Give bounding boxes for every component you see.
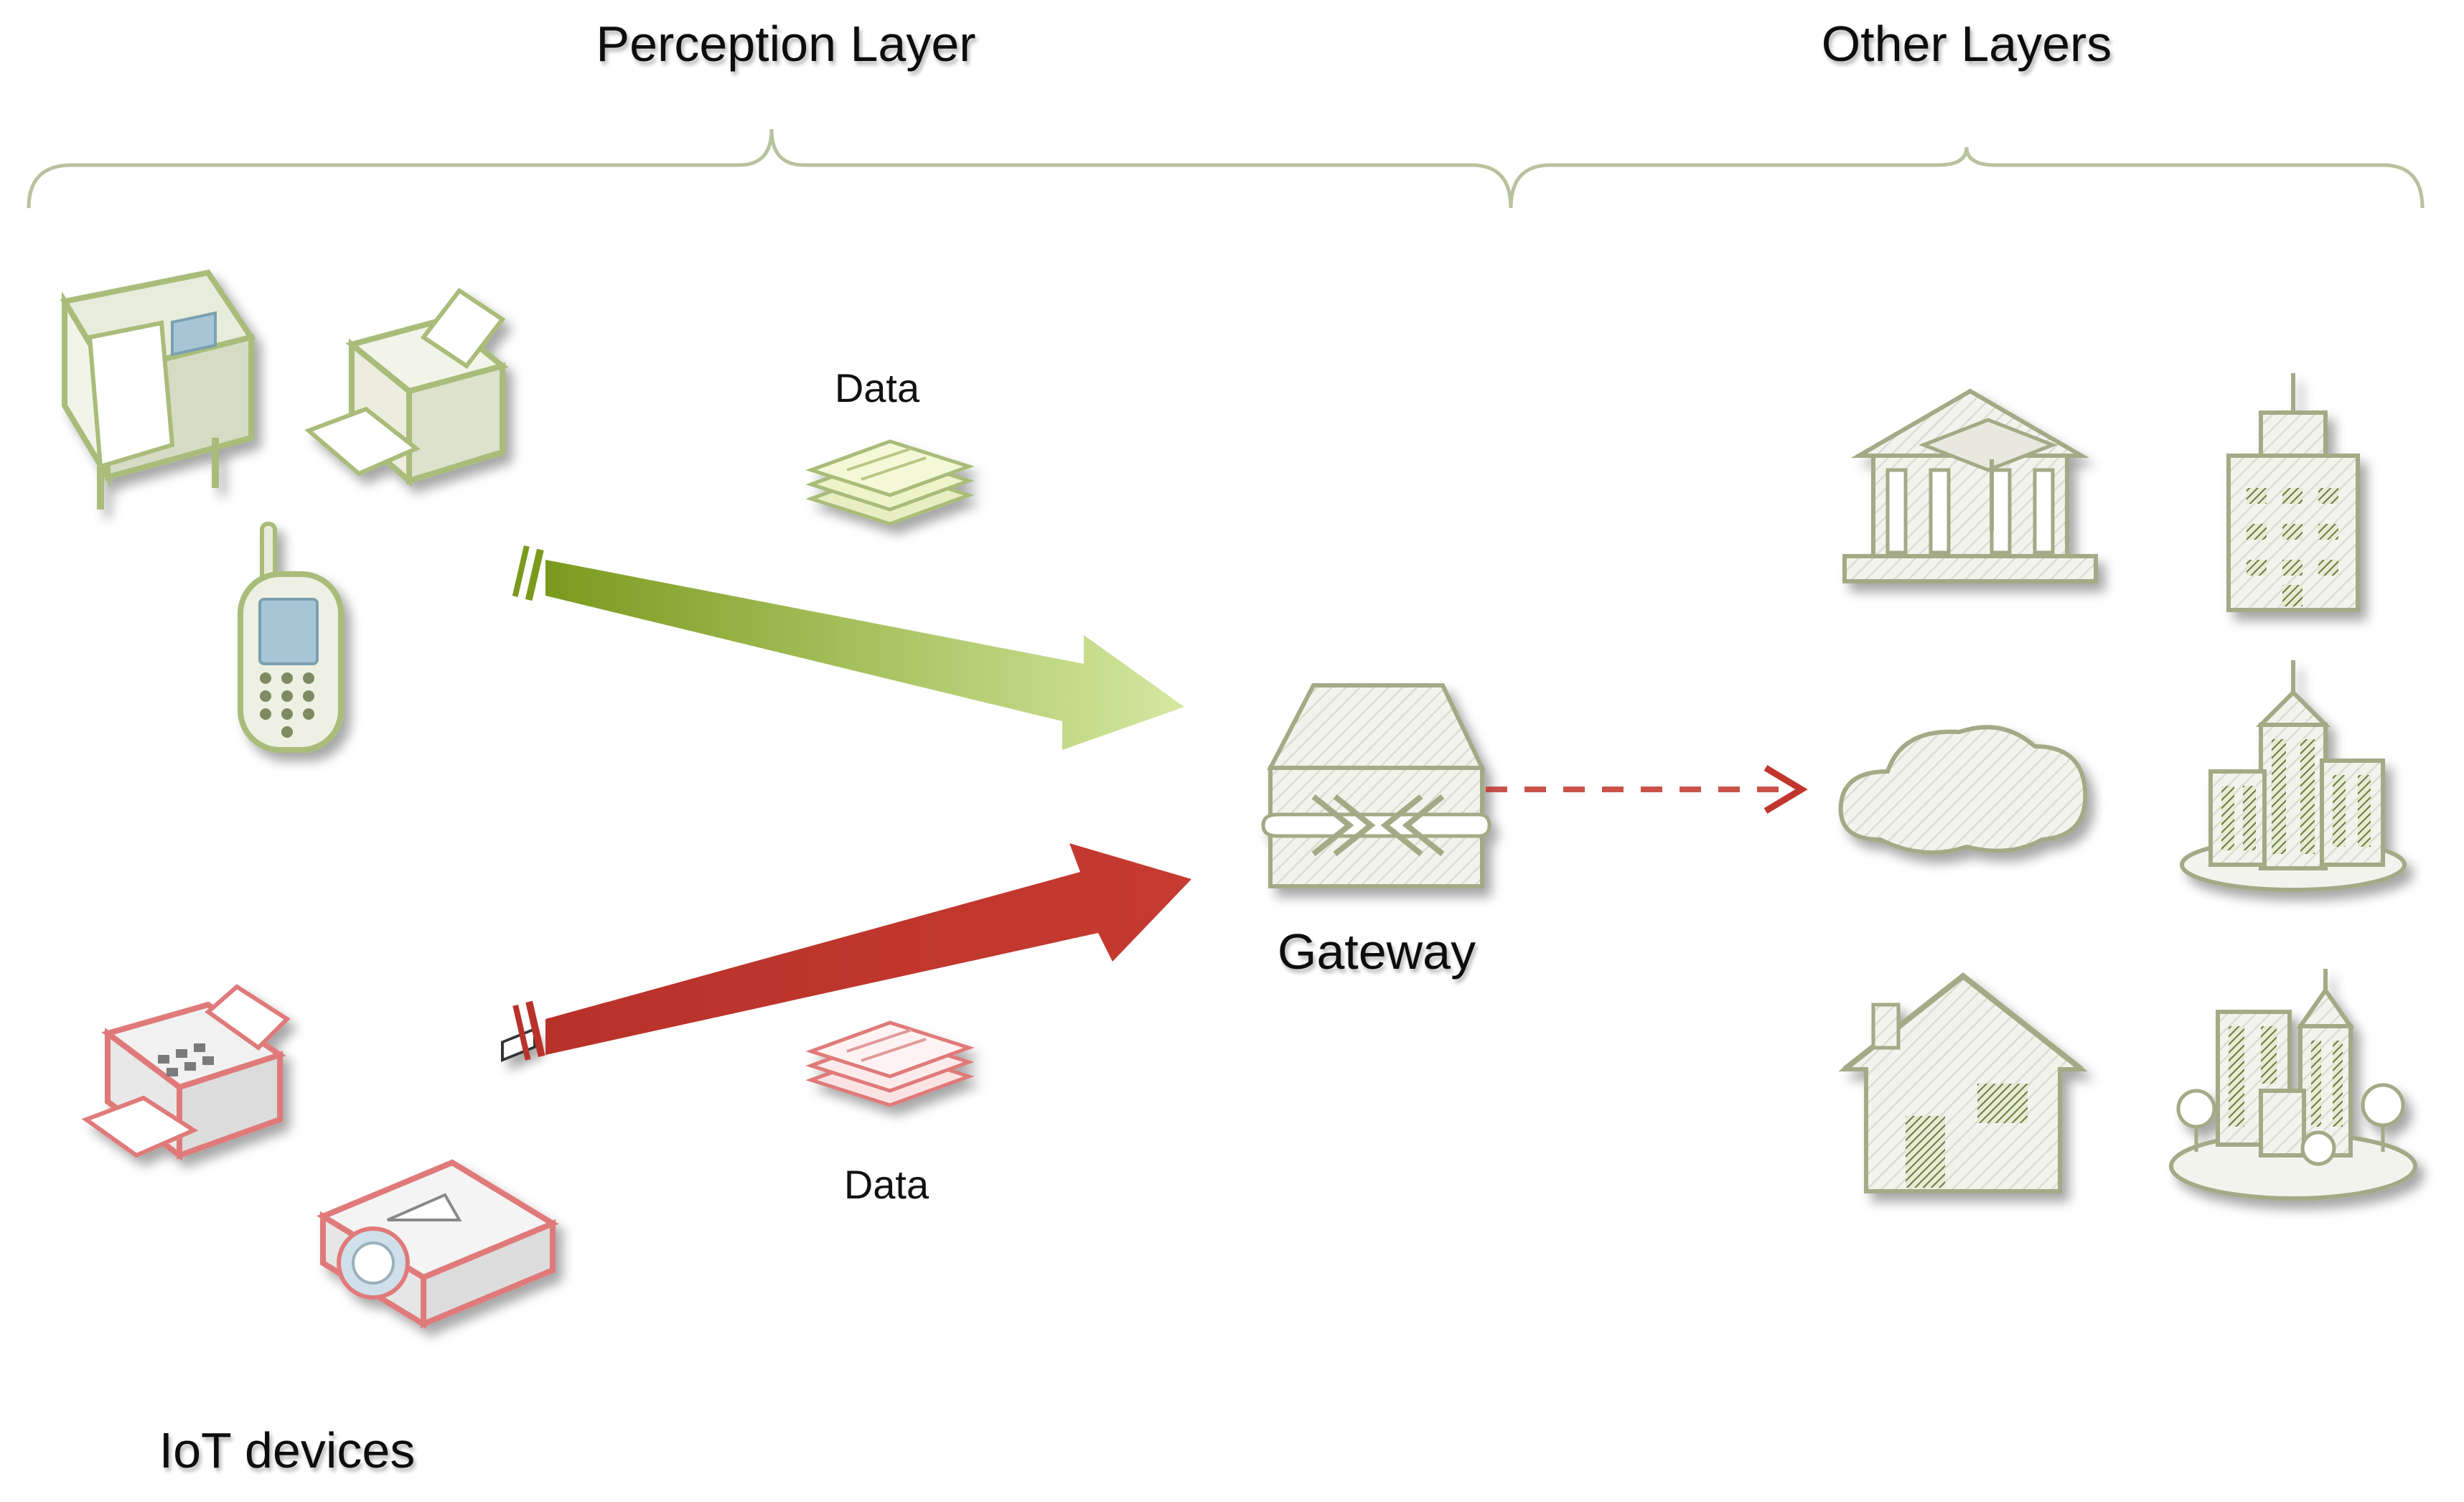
town-icon xyxy=(2169,969,2417,1201)
office-tower-icon xyxy=(2226,373,2360,612)
house-icon xyxy=(1838,972,2088,1193)
other-layers-brace xyxy=(1509,146,2425,209)
gateway-label: Gateway xyxy=(1278,924,1476,980)
plotter-icon xyxy=(60,269,256,510)
gateway-icon xyxy=(1261,683,1491,888)
printer-icon xyxy=(304,287,509,487)
iot-devices-label: IoT devices xyxy=(159,1422,416,1478)
university-icon xyxy=(1842,388,2098,583)
data-label-bottom: Data xyxy=(844,1162,929,1207)
green-data-arrow xyxy=(512,545,1184,750)
cloud-icon xyxy=(1838,725,2088,855)
perception-layer-brace xyxy=(27,128,1513,209)
data-documents-green-icon xyxy=(805,439,975,526)
red-data-arrow xyxy=(512,843,1191,1061)
data-label-top: Data xyxy=(835,365,920,410)
gateway-to-cloud-connection xyxy=(1486,765,1808,814)
city-buildings-icon xyxy=(2180,660,2407,892)
mobile-phone-icon xyxy=(238,522,344,753)
data-documents-red-icon xyxy=(805,1020,975,1107)
projector-icon xyxy=(317,1027,559,1330)
fax-machine-icon xyxy=(81,984,291,1161)
other-layers-title: Other Layers xyxy=(1822,16,2112,72)
perception-layer-title: Perception Layer xyxy=(596,16,975,72)
